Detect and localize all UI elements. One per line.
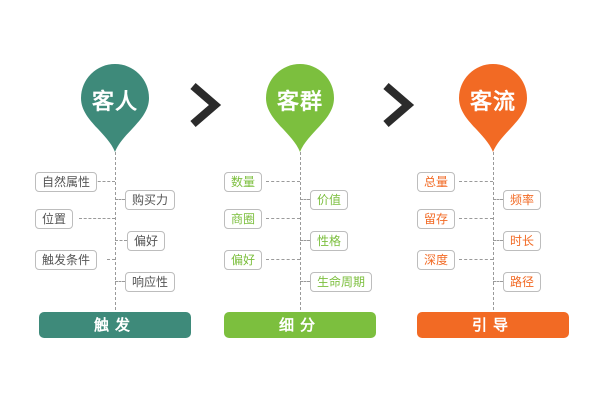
- tag-left: 留存: [417, 209, 456, 229]
- dashed-stem: [115, 152, 116, 310]
- connector-line: [300, 240, 310, 241]
- connector-line: [300, 199, 310, 200]
- connector-line: [93, 181, 115, 182]
- connector-line: [459, 181, 493, 182]
- connector-line: [459, 259, 493, 260]
- column-keliu: 客流 总量 留存 深度 频率 时长 路径 引导: [393, 0, 593, 400]
- connector-line: [493, 240, 503, 241]
- pin-title: 客群: [276, 90, 323, 115]
- tag-right: 购买力: [125, 190, 176, 210]
- tag-left: 商圈: [224, 209, 263, 229]
- tag-left: 位置: [35, 209, 74, 229]
- tag-left: 总量: [417, 172, 456, 192]
- map-pin-green-icon: 客群: [262, 62, 338, 154]
- tag-left: 数量: [224, 172, 263, 192]
- dashed-stem: [493, 152, 494, 310]
- connector-line: [115, 281, 125, 282]
- tag-right: 频率: [503, 190, 542, 210]
- tag-right: 路径: [503, 272, 542, 292]
- footer-bar: 细分: [224, 312, 376, 338]
- column-keren: 客人 自然属性 位置 触发条件 购买力 偏好 响应性 触发: [15, 0, 215, 400]
- connector-line: [493, 199, 503, 200]
- connector-line: [115, 240, 127, 241]
- connector-line: [266, 259, 300, 260]
- tag-left: 自然属性: [35, 172, 98, 192]
- tag-right: 价值: [310, 190, 349, 210]
- tag-right: 性格: [310, 231, 349, 251]
- connector-line: [266, 218, 300, 219]
- chevron-right-icon: [185, 80, 225, 130]
- tag-left: 触发条件: [35, 250, 98, 270]
- footer-bar: 引导: [417, 312, 569, 338]
- connector-line: [300, 281, 310, 282]
- footer-bar: 触发: [39, 312, 191, 338]
- pin-title: 客人: [91, 90, 138, 115]
- connector-line: [107, 259, 115, 260]
- map-pin-teal-icon: 客人: [77, 62, 153, 154]
- connector-line: [266, 181, 300, 182]
- tag-right: 偏好: [127, 231, 166, 251]
- tag-left: 偏好: [224, 250, 263, 270]
- tag-right: 时长: [503, 231, 542, 251]
- tag-left: 深度: [417, 250, 456, 270]
- tag-right: 响应性: [125, 272, 176, 292]
- dashed-stem: [300, 152, 301, 310]
- connector-line: [79, 218, 115, 219]
- connector-line: [115, 199, 125, 200]
- connector-line: [459, 218, 493, 219]
- pin-title: 客流: [469, 90, 516, 115]
- column-kequn: 客群 数量 商圈 偏好 价值 性格 生命周期 细分: [200, 0, 400, 400]
- tag-right: 生命周期: [310, 272, 373, 292]
- connector-line: [493, 281, 503, 282]
- map-pin-orange-icon: 客流: [455, 62, 531, 154]
- chevron-right-icon: [378, 80, 418, 130]
